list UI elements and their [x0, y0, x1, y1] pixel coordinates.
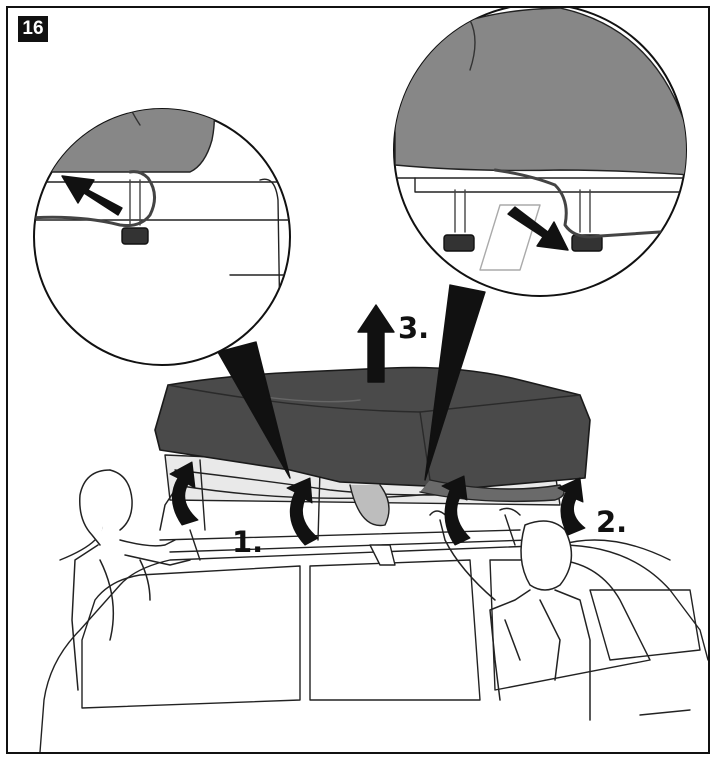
roof-rack: [160, 515, 530, 565]
step-label-2: 2.: [596, 505, 627, 539]
step-label-3: 3.: [398, 311, 429, 345]
car: [40, 520, 708, 752]
detail-circle-right: [394, 4, 690, 296]
step-label-1: 1.: [232, 525, 263, 559]
detail-circle-left: [30, 84, 300, 365]
